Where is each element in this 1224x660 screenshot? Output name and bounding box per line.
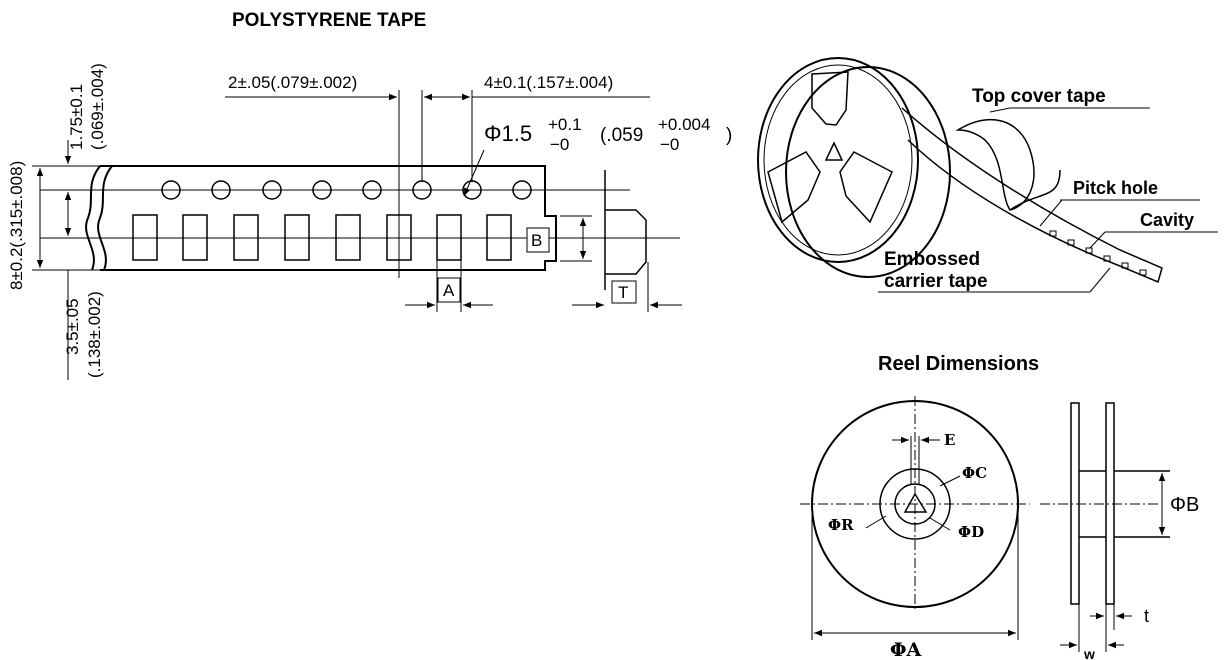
- dim-center-mm: 3.5±.05: [63, 298, 82, 355]
- dim-width: 8±0.2(.315±.008): [7, 161, 26, 290]
- dim-hole-tol-plus: +0.1: [548, 115, 582, 134]
- label-embossed-2: carrier tape: [884, 271, 988, 292]
- cavity: [436, 214, 462, 261]
- reel-front-flange: [757, 57, 919, 263]
- dim-hole-inch-tol-plus: +0.004: [658, 115, 710, 134]
- label-e: E: [944, 431, 955, 449]
- cavity: [486, 214, 512, 261]
- phi-d-leader: [929, 517, 951, 531]
- tape-hole: [1085, 247, 1093, 254]
- label-phi-c: ΦC: [962, 464, 987, 482]
- label-cavity: Cavity: [1140, 210, 1194, 230]
- cavity: [132, 214, 158, 261]
- carrier-tape-edge: [1009, 169, 1061, 211]
- sprocket-hole: [262, 180, 282, 200]
- label-pitch-hole: Pitck hole: [1073, 178, 1158, 198]
- sprocket-hole: [161, 180, 181, 200]
- top-cover-tape: [955, 118, 1035, 211]
- dim-hole-inch: (.059: [600, 125, 643, 146]
- dim-center-inch: (.138±.002): [85, 291, 104, 378]
- label-phi-r: ΦR: [828, 516, 854, 534]
- b-label-box: [526, 227, 550, 253]
- reel-hub-hole: [824, 141, 844, 161]
- tape-drawing: POLYSTYRENE TAPE: [7, 10, 732, 380]
- cavity-leader-tip: [1089, 231, 1106, 249]
- dim-pitch-hole: 4±0.1(.157±.004): [484, 73, 613, 92]
- dim-hole-diameter: Φ1.5: [484, 121, 532, 146]
- carrier-tape-strip: [901, 107, 1163, 284]
- label-top-cover: Top cover tape: [972, 86, 1106, 107]
- sprocket-hole: [362, 180, 382, 200]
- phi-c-leader: [939, 475, 961, 487]
- label-w: w: [1083, 646, 1095, 660]
- tape-hole: [1139, 269, 1147, 276]
- label-a: A: [443, 281, 455, 300]
- reel-dimensions: Reel Dimensions E ΦC ΦD ΦR ΦA: [800, 353, 1199, 660]
- label-t: T: [618, 283, 628, 302]
- dim-hole-inch-close: ): [726, 125, 732, 146]
- label-embossed-1: Embossed: [884, 249, 980, 270]
- tape-hole: [1067, 239, 1075, 246]
- cavity: [284, 214, 310, 261]
- reel-front-inner: [763, 64, 913, 256]
- sprocket-hole: [211, 180, 231, 200]
- label-t-small: t: [1144, 606, 1149, 626]
- dim-pitch-small: 2±.05(.079±.002): [228, 73, 357, 92]
- embossed-leader-tip: [1089, 267, 1111, 293]
- dim-edge-inch: (.069±.004): [88, 63, 107, 150]
- top-cover-leader-tip: [989, 107, 1011, 113]
- reel-illustration: Top cover tape Pitck hole Cavity Embosse…: [757, 57, 1218, 293]
- label-phi-b: ΦB: [1170, 494, 1199, 516]
- cavity: [182, 214, 208, 261]
- sprocket-hole: [312, 180, 332, 200]
- dim-hole-inch-tol-minus: −0: [660, 135, 679, 154]
- tape-hole: [1121, 262, 1129, 269]
- tape-hole: [1103, 255, 1111, 262]
- cavity: [335, 214, 361, 261]
- phi-r-leader: [865, 515, 887, 529]
- tape-title: POLYSTYRENE TAPE: [232, 10, 426, 31]
- pitch-hole-leader-tip: [1039, 199, 1063, 227]
- t-label-box: [611, 280, 637, 304]
- tape-hole: [1049, 230, 1057, 237]
- reel-dims-title: Reel Dimensions: [878, 353, 1039, 375]
- sprocket-hole: [512, 180, 532, 200]
- label-b: B: [531, 231, 542, 250]
- dim-hole-tol-minus: −0: [550, 135, 569, 154]
- hole-leader: [463, 149, 485, 197]
- dim-edge-mm: 1.75±0.1: [67, 84, 86, 150]
- reel-window: [839, 151, 893, 224]
- reel-back-flange: [785, 66, 951, 278]
- label-phi-d: ΦD: [958, 523, 984, 541]
- tape-break-left: [85, 165, 101, 271]
- tape-holes: [1049, 230, 1147, 276]
- cavity: [233, 214, 259, 261]
- tape-break-left-2: [97, 165, 113, 271]
- tape-side-profile: [604, 170, 647, 290]
- sprocket-holes: [161, 180, 532, 200]
- a-label-box: [437, 277, 461, 303]
- label-phi-a: ΦA: [890, 639, 922, 660]
- reel-window: [767, 151, 821, 224]
- reel-window: [811, 71, 849, 126]
